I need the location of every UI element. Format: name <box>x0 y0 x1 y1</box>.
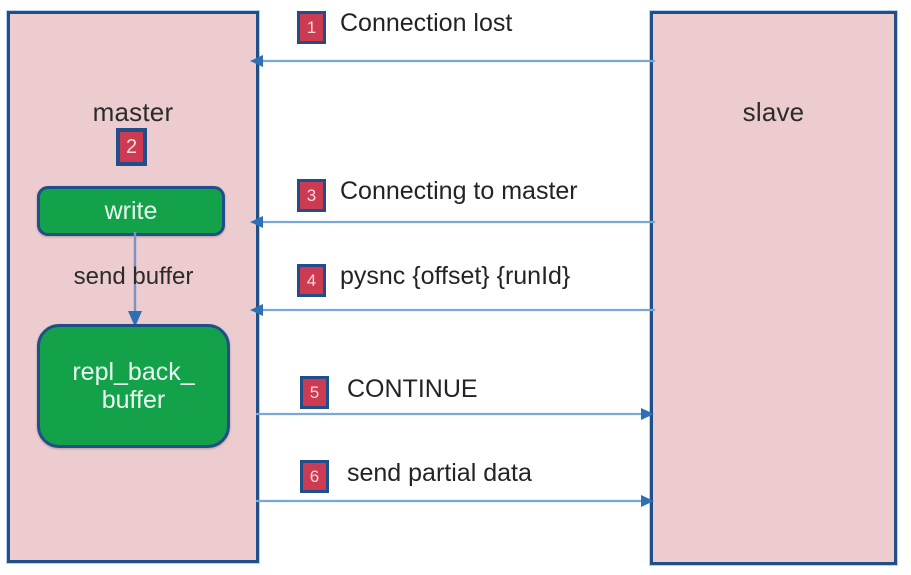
repl-back-buffer-box: repl_back_ buffer <box>37 324 230 448</box>
message-arrow-5 <box>256 407 654 421</box>
message-label-3: Connecting to master <box>340 177 578 205</box>
master-node-label: master <box>92 97 174 127</box>
message-badge-3: 3 <box>297 179 326 212</box>
message-arrow-6 <box>256 494 654 508</box>
send-buffer-arrow <box>100 232 170 328</box>
message-badge-4: 4 <box>297 264 326 297</box>
slave-node-box: slave <box>650 11 897 565</box>
step-badge-2: 2 <box>116 128 147 166</box>
message-arrow-1 <box>250 54 655 68</box>
message-label-1: Connection lost <box>340 9 513 37</box>
message-arrow-4 <box>250 303 655 317</box>
message-arrow-3 <box>250 215 655 229</box>
message-badge-1: 1 <box>297 11 326 44</box>
repl-back-buffer-label: repl_back_ buffer <box>72 358 195 414</box>
message-badge-6: 6 <box>300 460 329 493</box>
message-label-6: send partial data <box>347 459 532 487</box>
message-label-5: CONTINUE <box>347 375 478 403</box>
message-badge-5: 5 <box>300 376 329 409</box>
slave-node-label: slave <box>742 97 805 127</box>
send-buffer-label: send buffer <box>73 263 194 290</box>
message-label-4: pysnc {offset} {runId} <box>340 262 571 290</box>
write-box-label: write <box>104 197 158 225</box>
write-box: write <box>37 186 225 236</box>
master-node-box: master <box>7 11 259 563</box>
